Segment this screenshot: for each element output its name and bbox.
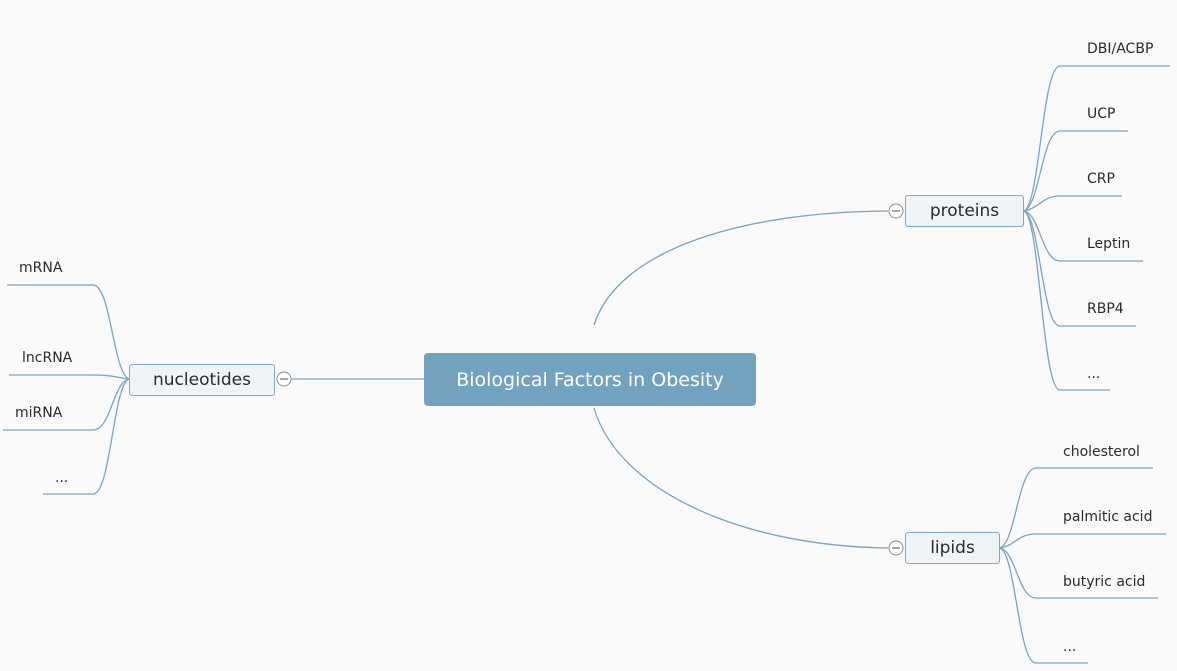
subtopic-proteins-more[interactable]: ... (1087, 366, 1101, 382)
topic-lipids[interactable]: lipids (905, 532, 1000, 564)
topic-nucleotides[interactable]: nucleotides (129, 364, 275, 396)
topic-proteins[interactable]: proteins (905, 195, 1024, 227)
connector-proteins-leaf (1023, 130, 1128, 212)
subtopic-mirna[interactable]: miRNA (15, 405, 63, 421)
subtopic-cholesterol[interactable]: cholesterol (1063, 444, 1140, 460)
connector-central-lipids (593, 407, 889, 549)
connector-proteins-leaf (1023, 210, 1110, 391)
subtopic-lncrna[interactable]: lncRNA (22, 350, 73, 366)
proteins-collapse-toggle[interactable] (888, 203, 904, 219)
subtopic-crp[interactable]: CRP (1087, 171, 1115, 187)
connector-central-proteins (593, 210, 889, 326)
subtopic-rbp4[interactable]: RBP4 (1087, 301, 1124, 317)
connector-lipids-leaf (999, 533, 1166, 549)
connector-proteins-leaf (1023, 210, 1136, 327)
connector-lipids-leaf (999, 467, 1153, 549)
subtopic-mrna[interactable]: mRNA (19, 260, 63, 276)
connector-lipids-leaf (999, 547, 1158, 599)
connector-nucleotides-leaf (7, 284, 130, 380)
topic-proteins-label: proteins (929, 201, 1000, 221)
connector-nucleotides-leaf (9, 374, 130, 380)
topic-nucleotides-label: nucleotides (153, 370, 251, 390)
connector-proteins-leaf (1023, 210, 1143, 262)
subtopic-butyric-acid[interactable]: butyric acid (1063, 574, 1146, 590)
subtopic-palmitic-acid[interactable]: palmitic acid (1063, 509, 1153, 525)
subtopic-lipids-more[interactable]: ... (1063, 639, 1077, 655)
subtopic-leptin[interactable]: Leptin (1087, 236, 1131, 252)
connector-nucleotides-leaf (43, 378, 130, 495)
connector-nucleotides-leaf (3, 378, 130, 431)
nucleotides-collapse-toggle[interactable] (276, 371, 292, 387)
lipids-collapse-toggle[interactable] (888, 540, 904, 556)
subtopic-dbi-acbp[interactable]: DBI/ACBP (1087, 41, 1154, 57)
central-topic-label: Biological Factors in Obesity (456, 368, 724, 391)
connector-proteins-leaf (1023, 195, 1122, 212)
subtopic-ucp[interactable]: UCP (1087, 106, 1116, 122)
connector-proteins-leaf (1023, 65, 1170, 212)
topic-lipids-label: lipids (930, 538, 975, 558)
connector-lipids-leaf (999, 547, 1088, 664)
subtopic-nucleotides-more[interactable]: ... (55, 470, 69, 486)
central-topic[interactable]: Biological Factors in Obesity (424, 353, 756, 406)
